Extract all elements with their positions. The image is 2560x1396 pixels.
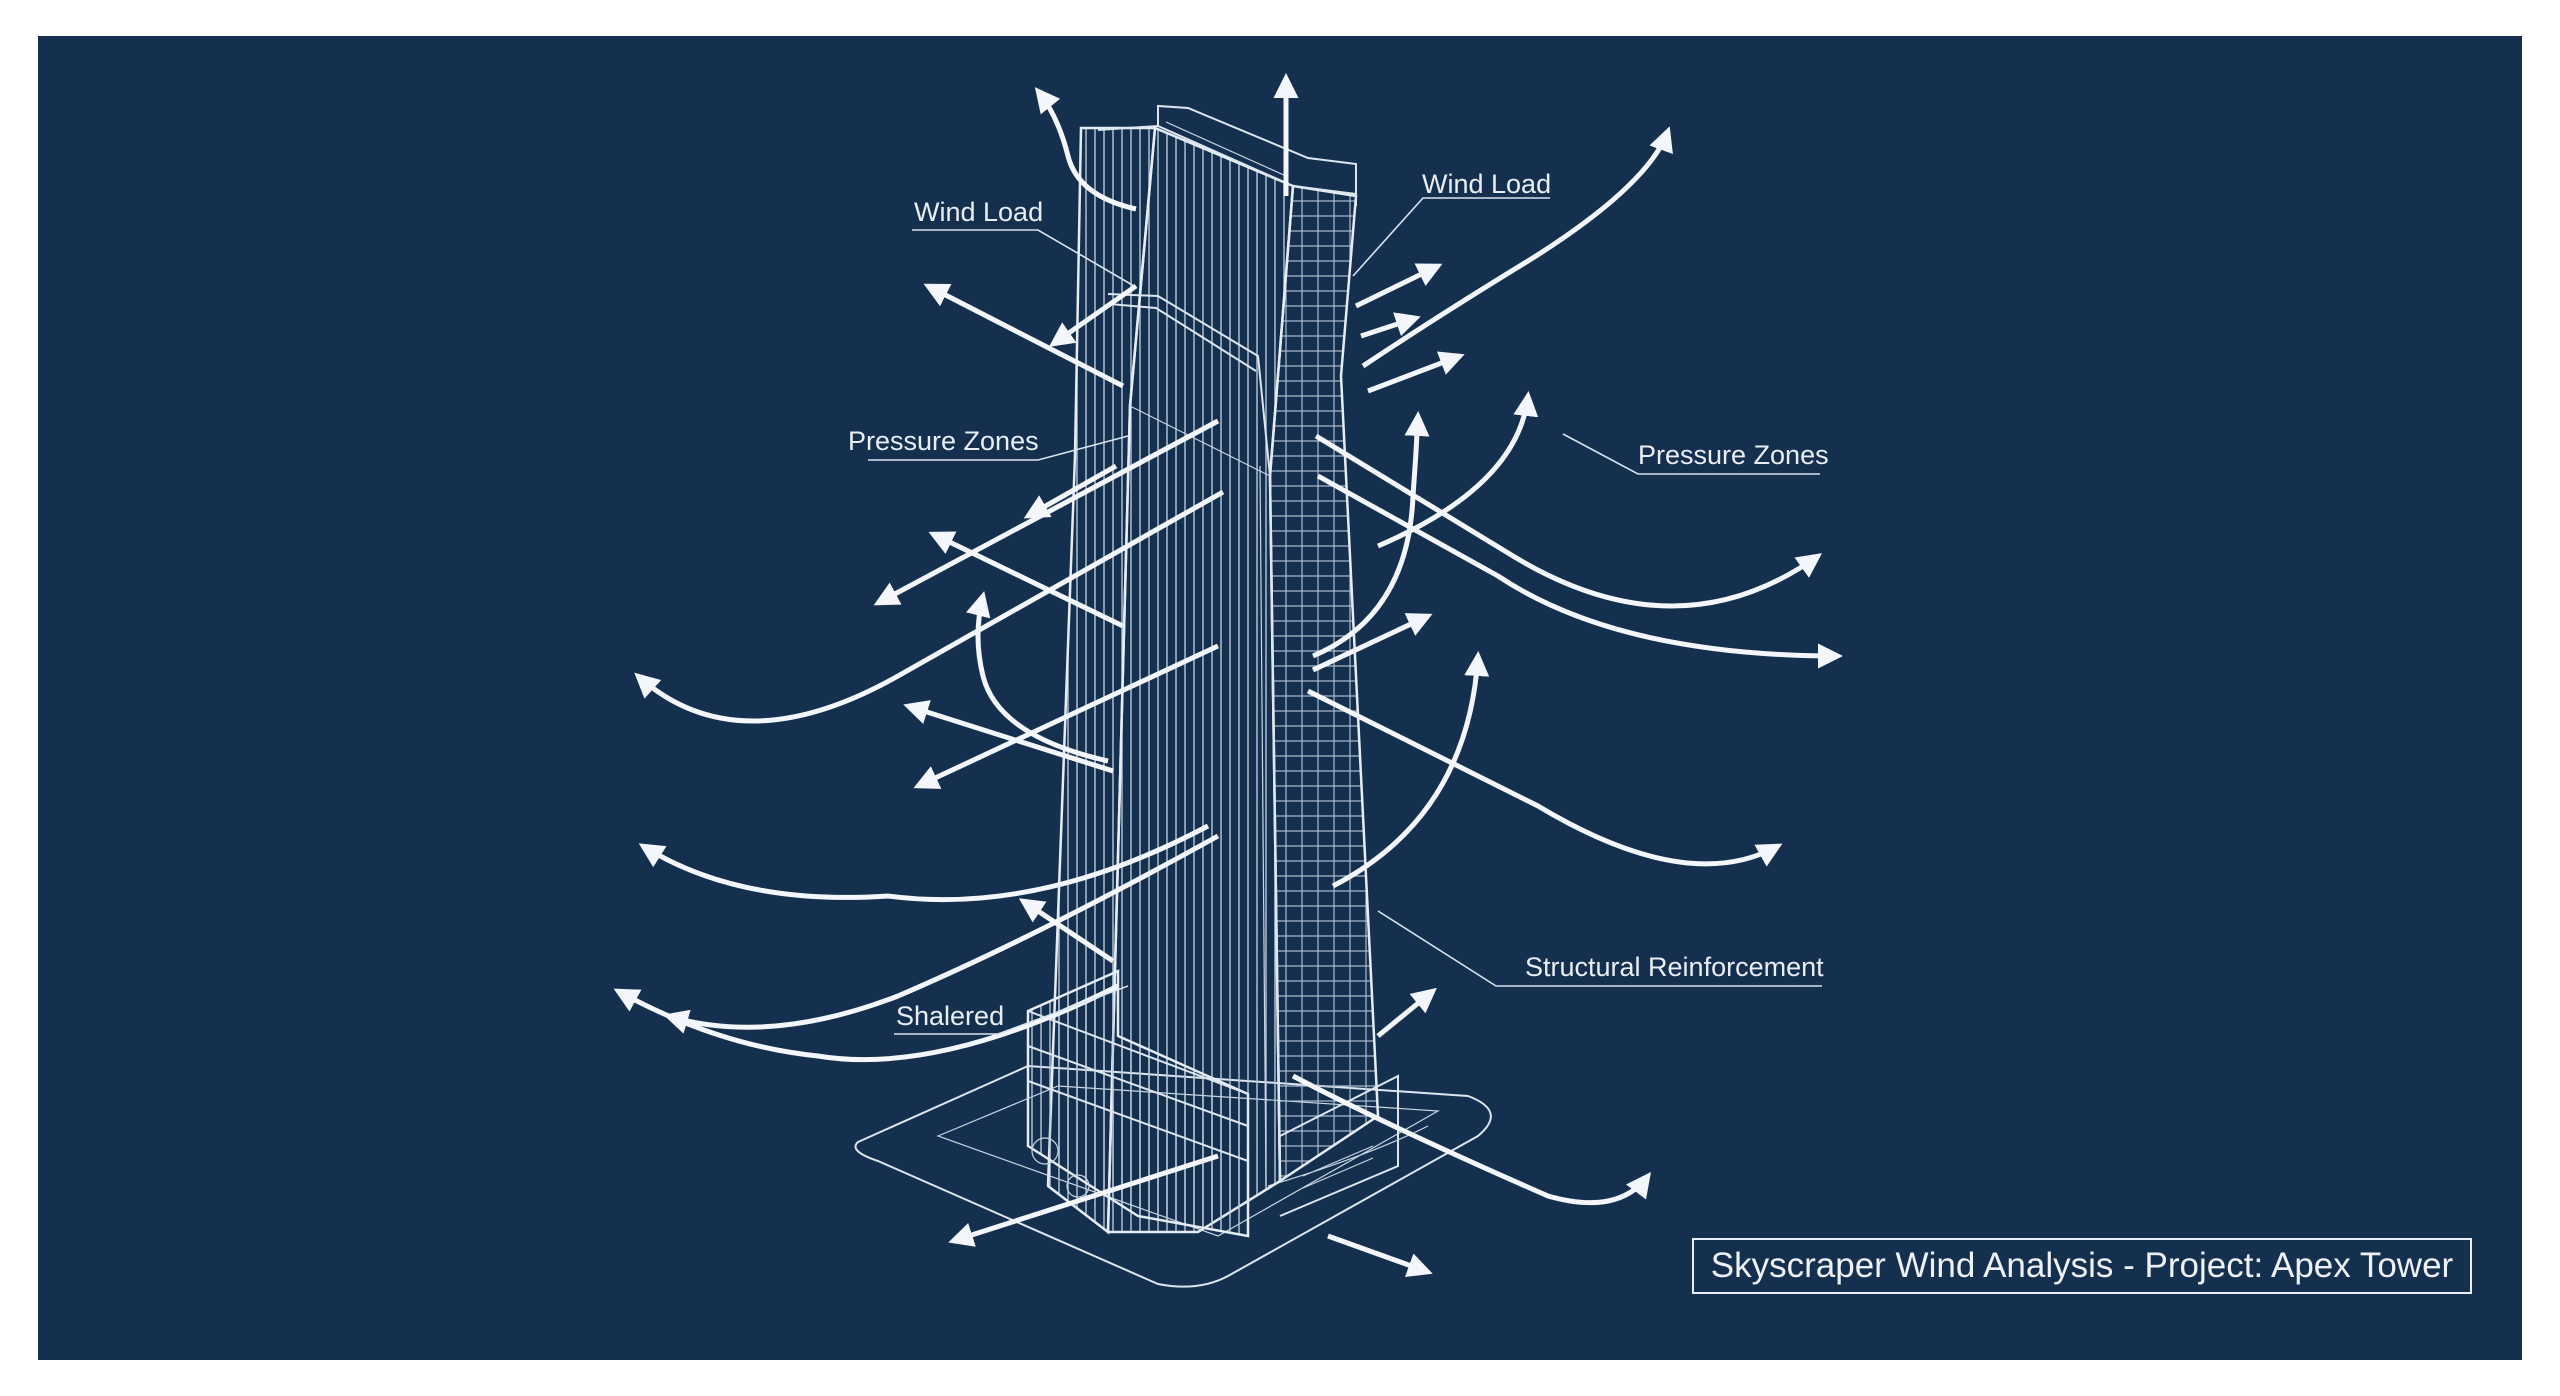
pressure-zones-label-right: Pressure Zones xyxy=(1638,440,1829,470)
structural-reinforcement-label: Structural Reinforcement xyxy=(1525,952,1824,982)
wind-diagram: Wind Load Wind Load Pressure Zones Press… xyxy=(613,73,1843,1288)
blueprint-panel: Wind Load Wind Load Pressure Zones Press… xyxy=(38,36,2522,1360)
project-title: Skyscraper Wind Analysis - Project: Apex… xyxy=(1710,1246,2454,1285)
wind-load-label-left: Wind Load xyxy=(914,197,1043,227)
leader-lines xyxy=(868,197,1822,1035)
tower-building xyxy=(1046,104,1380,1235)
project-title-box: Skyscraper Wind Analysis - Project: Apex… xyxy=(1692,1238,2472,1294)
podium-building xyxy=(1026,969,1399,1238)
pressure-zones-label-left: Pressure Zones xyxy=(848,426,1039,456)
shalered-label: Shalered xyxy=(896,1001,1004,1031)
wind-load-label-right: Wind Load xyxy=(1422,169,1551,199)
wind-arrows xyxy=(613,73,1843,1277)
